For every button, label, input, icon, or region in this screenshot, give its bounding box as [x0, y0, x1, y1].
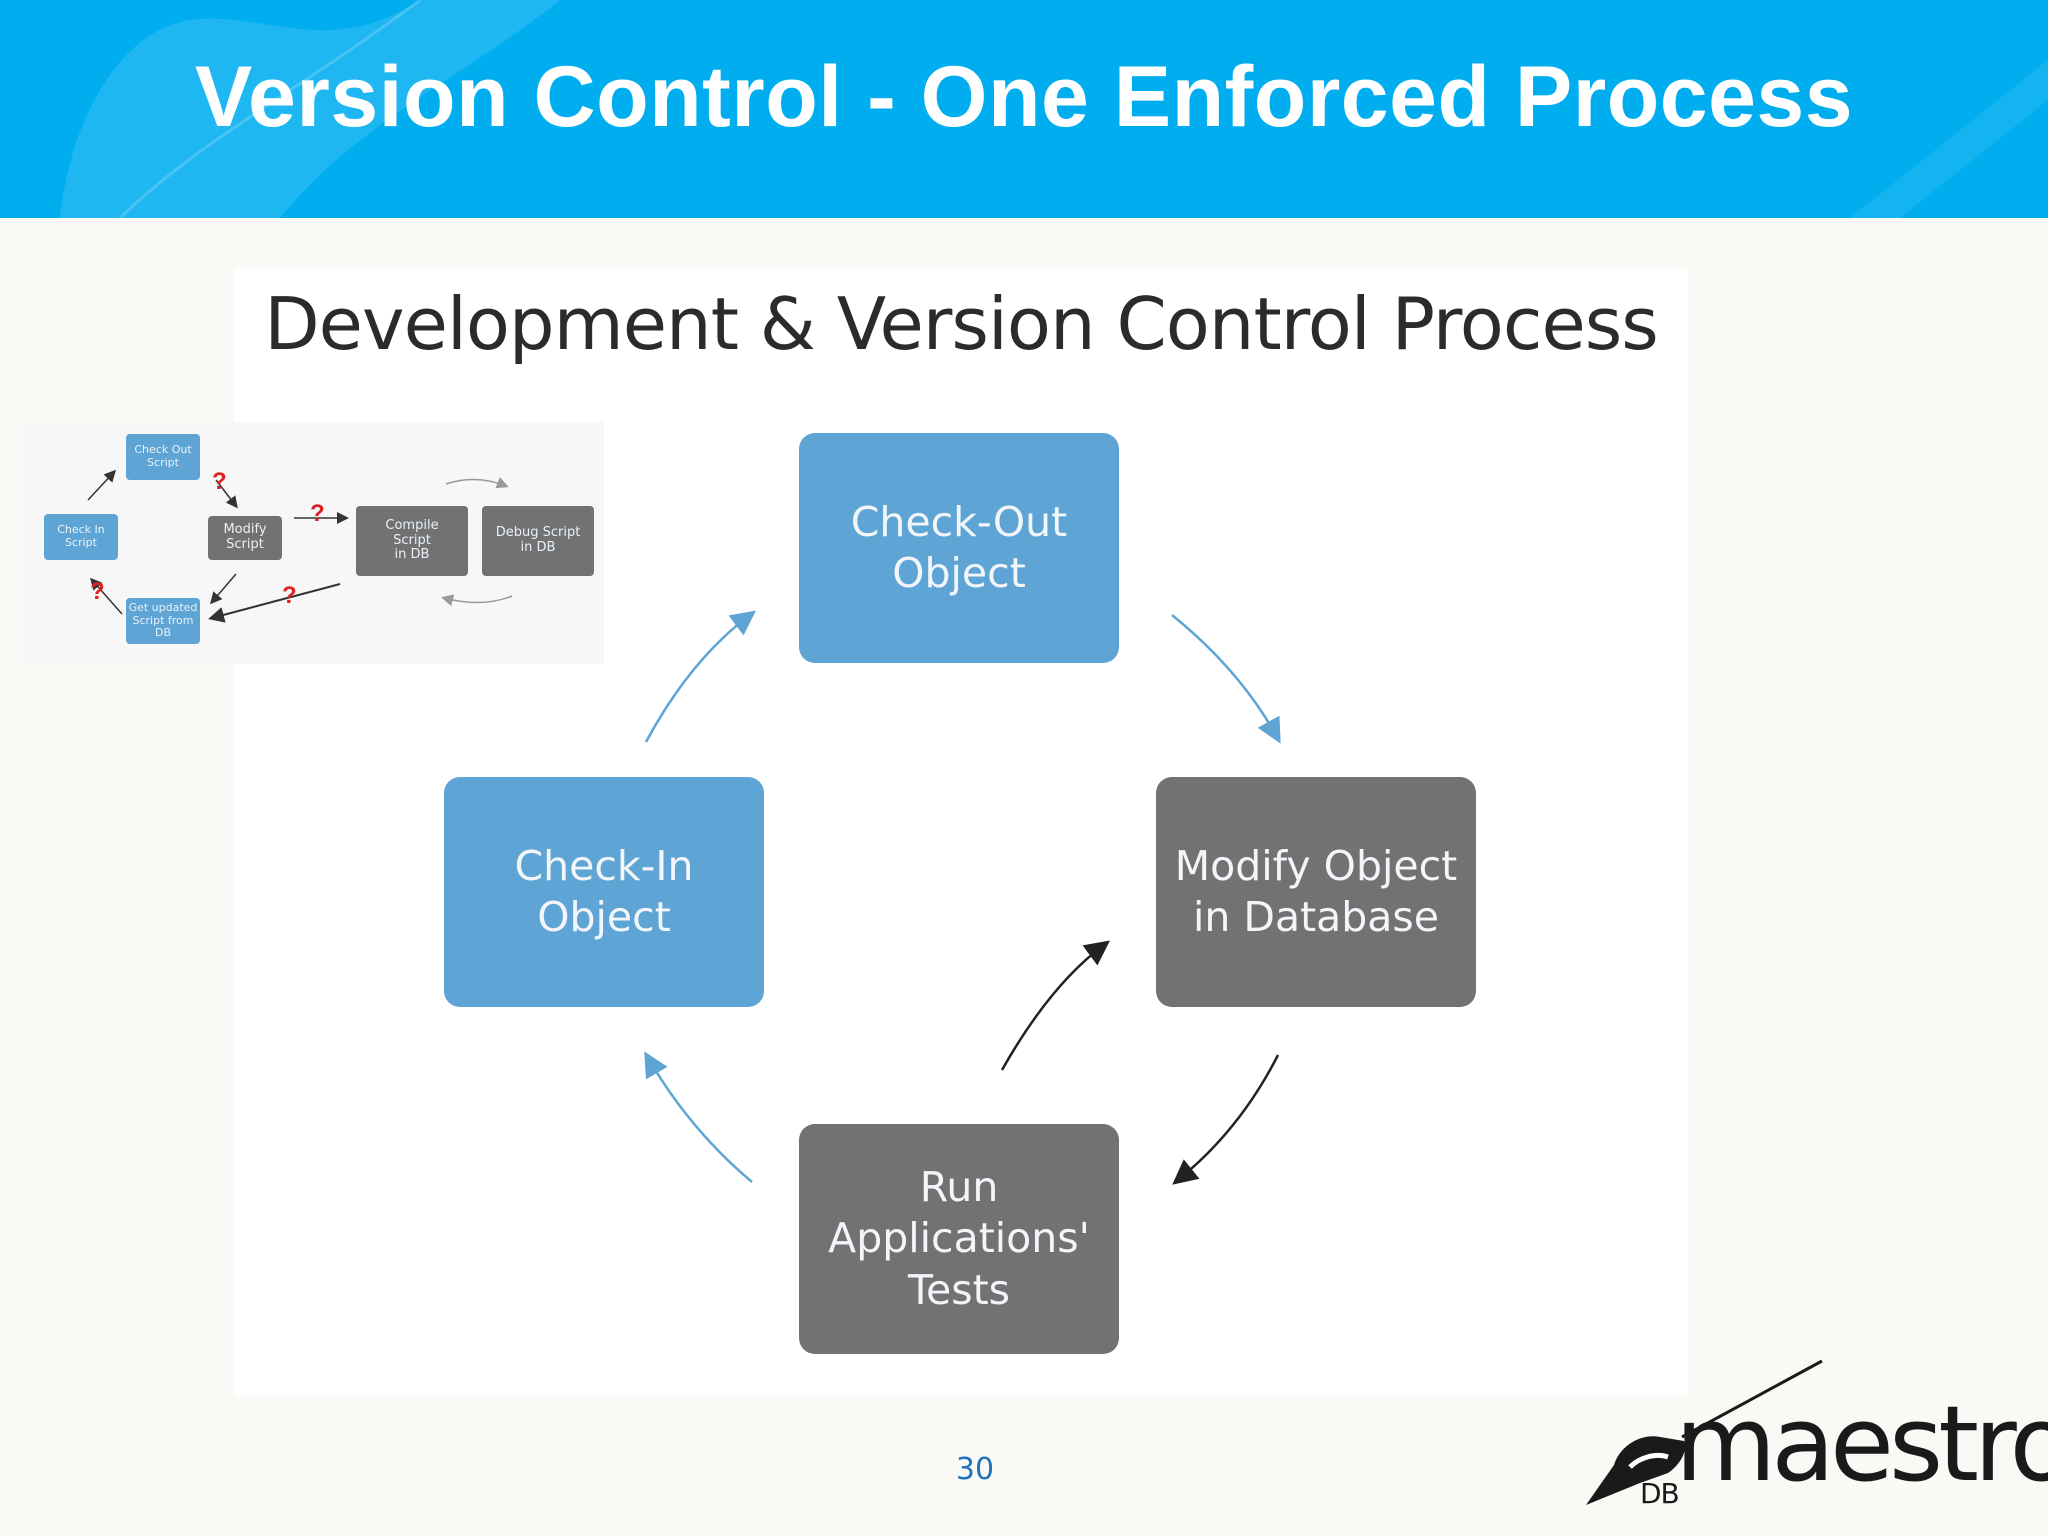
run-tests-box: Run Applications' Tests [799, 1124, 1119, 1354]
banner-decoration [60, 0, 2048, 218]
logo-mark-icon [1586, 1359, 1823, 1505]
inset-check-in-box: Check In Script [44, 514, 118, 560]
arrow-checkout-to-modify [1171, 614, 1281, 744]
check-in-object-box: Check-In Object [444, 777, 764, 1007]
inset-check-out-box: Check Out Script [126, 434, 200, 480]
inset-modify-box: Modify Script [208, 516, 282, 560]
inset-question-mark: ? [282, 582, 297, 609]
inset-debug-box: Debug Script in DB [482, 506, 594, 576]
arrow-modify-to-tests [1172, 1054, 1280, 1185]
inset-question-mark: ? [90, 578, 105, 605]
page-number: 30 [955, 1452, 995, 1487]
check-out-object-box: Check-Out Object [799, 433, 1119, 663]
arrow-tests-to-modify [1000, 940, 1111, 1071]
inset-question-mark: ? [212, 468, 227, 495]
arrow-tests-to-checkin [644, 1051, 753, 1183]
arrow-checkin-to-checkout [644, 610, 756, 743]
page-title: Version Control - One Enforced Process [194, 49, 1854, 145]
inset-arrows [87, 469, 513, 623]
logo-prefix: DB [1640, 1477, 1680, 1510]
title-banner: Version Control - One Enforced Process [0, 0, 2048, 218]
slide-heading: Development & Version Control Process [264, 282, 1659, 366]
inset-compile-box: Compile Script in DB [356, 506, 468, 576]
inset-diagram: Check Out Script Check In Script Modify … [26, 422, 604, 664]
inset-question-mark: ? [310, 500, 325, 527]
logo-wordmark: maestro [1675, 1383, 2048, 1505]
modify-object-box: Modify Object in Database [1156, 777, 1476, 1007]
inset-get-updated-box: Get updated Script from DB [126, 598, 200, 644]
dbmaestro-logo: DB maestro [1580, 1355, 2048, 1515]
